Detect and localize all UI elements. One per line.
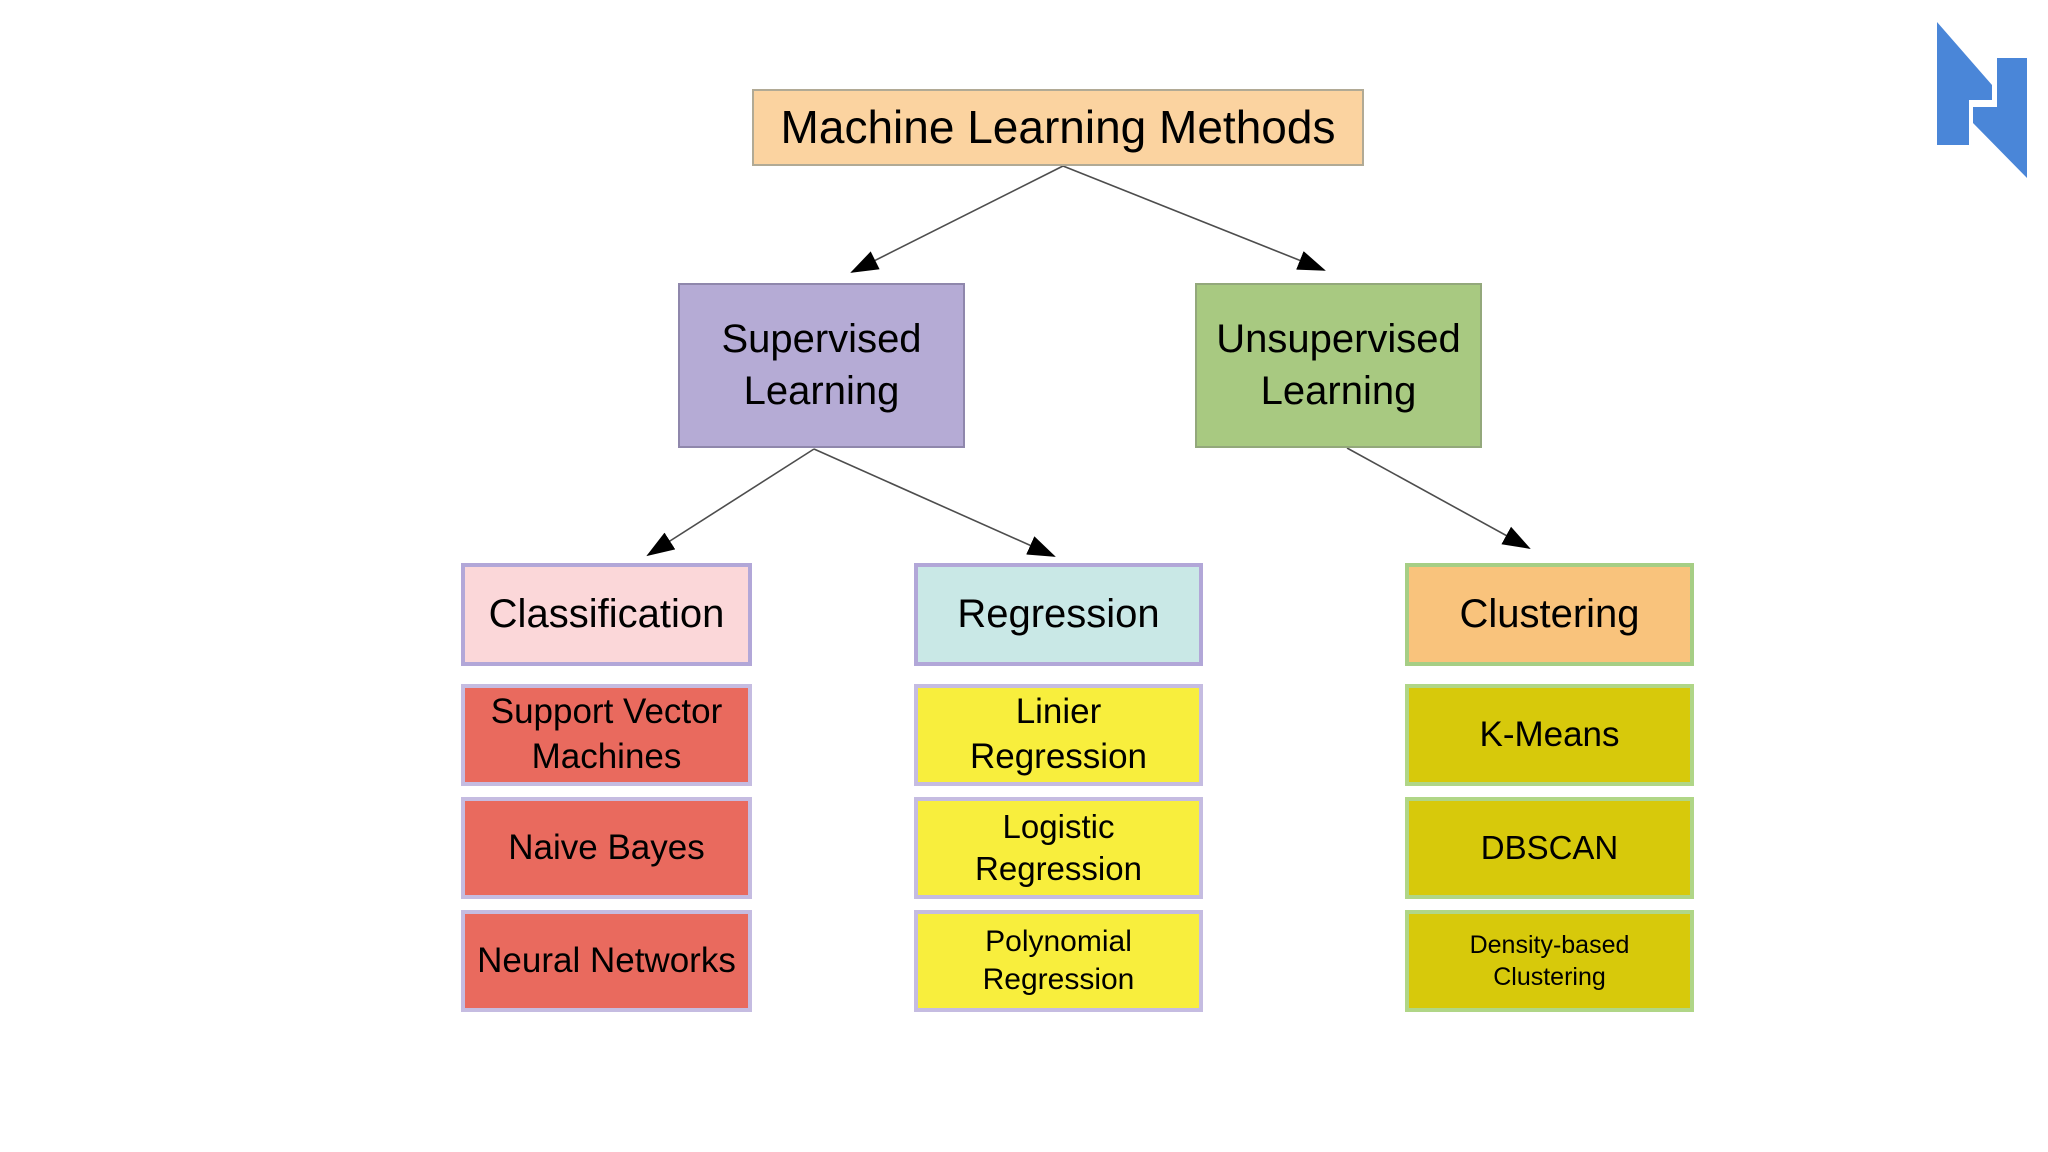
connector-root-unsupervised: [1062, 165, 1326, 271]
connector-unsupervised-clustering: [1346, 447, 1531, 549]
node-logistic-regression: Logistic Regression: [914, 797, 1203, 899]
node-supervised-learning: Supervised Learning: [678, 283, 965, 448]
node-naive-bayes: Naive Bayes: [461, 797, 752, 899]
node-polynomial-regression: Polynomial Regression: [914, 910, 1203, 1012]
connector-root-supervised: [850, 165, 1064, 273]
node-classification: Classification: [461, 563, 752, 666]
blue-n-logo-icon: [1937, 22, 2027, 178]
node-unsupervised-learning: Unsupervised Learning: [1195, 283, 1482, 448]
node-density-based-clustering: Density-based Clustering: [1405, 910, 1694, 1012]
connector-supervised-classification: [646, 448, 815, 557]
connector-supervised-regression: [813, 448, 1056, 557]
node-neural-networks: Neural Networks: [461, 910, 752, 1012]
node-k-means: K-Means: [1405, 684, 1694, 786]
node-linier-regression: Linier Regression: [914, 684, 1203, 786]
node-regression: Regression: [914, 563, 1203, 666]
node-machine-learning-methods: Machine Learning Methods: [752, 89, 1364, 166]
node-dbscan: DBSCAN: [1405, 797, 1694, 899]
node-support-vector-machines: Support Vector Machines: [461, 684, 752, 786]
node-clustering: Clustering: [1405, 563, 1694, 666]
logo-left-shape: [1937, 22, 1992, 145]
logo-right-shape: [1973, 58, 2027, 178]
